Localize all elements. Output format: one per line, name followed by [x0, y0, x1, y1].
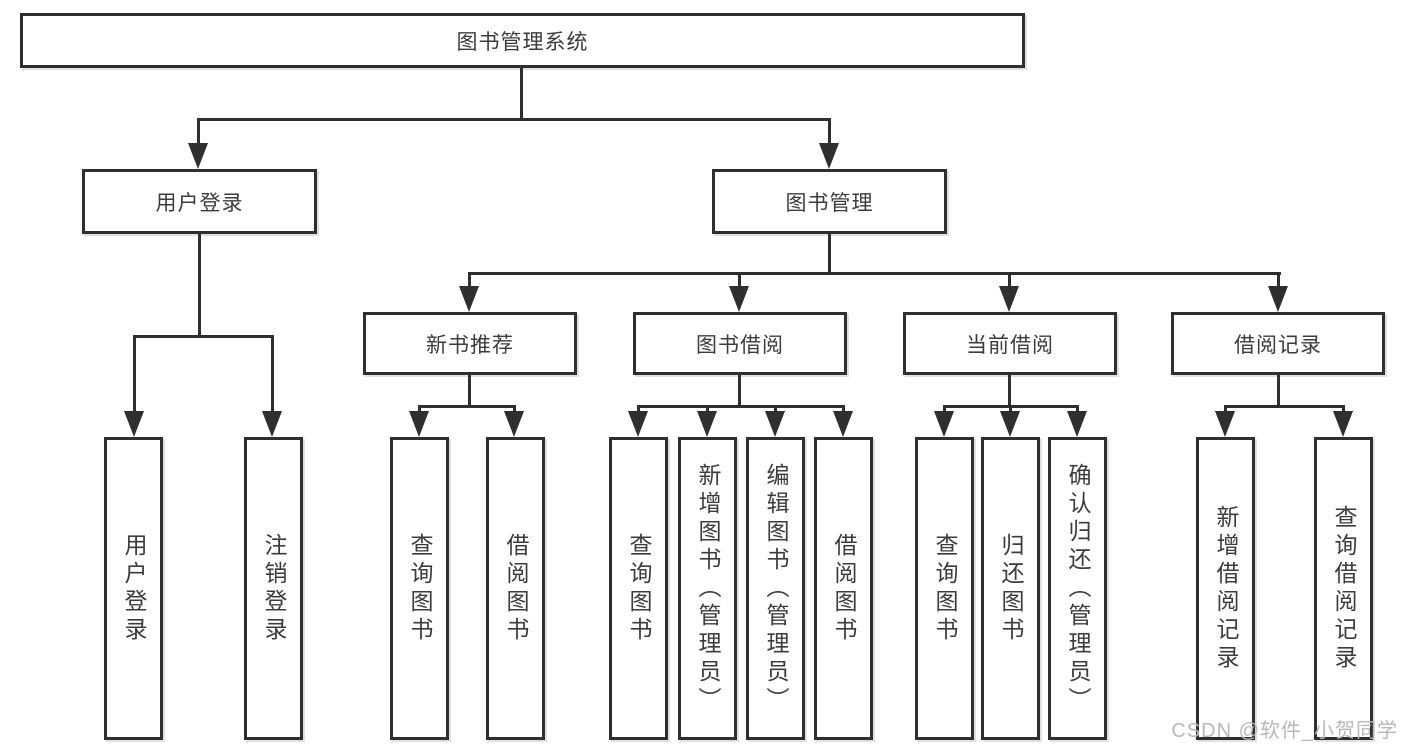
leaf-label: 查询图书 — [932, 532, 958, 645]
connector-line — [520, 68, 523, 121]
csdn-watermark: CSDN @软件_小贺同学 — [1171, 720, 1398, 742]
connector-line — [738, 375, 741, 408]
connector-line — [468, 375, 471, 408]
arrowhead-down — [999, 286, 1019, 312]
leaf-logout: 注销登录 — [244, 437, 303, 740]
connector-line — [1224, 405, 1345, 408]
node-borrow-record: 借阅记录 — [1171, 312, 1385, 375]
node-book-management: 图书管理 — [712, 169, 947, 234]
connector-line — [637, 405, 845, 408]
arrowhead-down — [833, 411, 853, 437]
arrowhead-down — [765, 411, 785, 437]
arrowhead-down — [262, 411, 282, 437]
arrowhead-down — [819, 143, 839, 169]
arrowhead-down — [1000, 411, 1020, 437]
connector-line — [828, 118, 831, 148]
leaf-label: 用户登录 — [121, 532, 147, 645]
leaf-label: 查询图书 — [626, 532, 652, 645]
arrowhead-down — [1268, 286, 1288, 312]
leaf-edit-book-admin: 编辑图书（管理员） — [746, 437, 805, 740]
connector-line — [133, 335, 136, 415]
leaf-query-book-1: 查询图书 — [390, 437, 449, 740]
arrowhead-down — [459, 286, 479, 312]
arrowhead-down — [124, 411, 144, 437]
arrowhead-down — [697, 411, 717, 437]
leaf-label: 查询借阅记录 — [1331, 504, 1357, 673]
node-root: 图书管理系统 — [20, 13, 1025, 68]
connector-line — [468, 272, 471, 290]
leaf-return-book: 归还图书 — [981, 437, 1040, 740]
leaf-label: 借阅图书 — [503, 532, 529, 645]
node-user-login: 用户登录 — [82, 169, 317, 234]
leaf-borrow-book-2: 借阅图书 — [814, 437, 873, 740]
arrowhead-down — [1067, 411, 1087, 437]
connector-line — [133, 335, 274, 338]
connector-line — [1008, 272, 1011, 290]
node-current-borrow: 当前借阅 — [903, 312, 1117, 375]
arrowhead-down — [1215, 411, 1235, 437]
connector-line — [197, 118, 200, 148]
arrowhead-down — [934, 411, 954, 437]
leaf-label: 确认归还（管理员） — [1065, 462, 1091, 715]
leaf-label: 新增借阅记录 — [1213, 504, 1239, 673]
arrowhead-down — [504, 411, 524, 437]
connector-line — [738, 272, 741, 290]
connector-line — [828, 234, 831, 275]
node-book-borrow: 图书借阅 — [633, 312, 847, 375]
leaf-query-book-3: 查询图书 — [915, 437, 974, 740]
arrowhead-down — [1333, 411, 1353, 437]
node-new-book-recommend: 新书推荐 — [363, 312, 577, 375]
leaf-label: 归还图书 — [998, 532, 1024, 645]
connector-line — [1277, 272, 1280, 290]
leaf-query-borrow-record: 查询借阅记录 — [1314, 437, 1373, 740]
connector-line — [468, 272, 1281, 275]
connector-line — [271, 335, 274, 415]
connector-line — [418, 405, 516, 408]
leaf-label: 注销登录 — [261, 532, 287, 645]
leaf-label: 借阅图书 — [831, 532, 857, 645]
arrowhead-down — [729, 286, 749, 312]
connector-line — [198, 234, 201, 338]
leaf-add-book-admin: 新增图书（管理员） — [678, 437, 737, 740]
arrowhead-down — [628, 411, 648, 437]
leaf-label: 查询图书 — [407, 532, 433, 645]
leaf-confirm-return-admin: 确认归还（管理员） — [1048, 437, 1107, 740]
arrowhead-down — [409, 411, 429, 437]
leaf-borrow-book-1: 借阅图书 — [486, 437, 545, 740]
connector-line — [1008, 375, 1011, 408]
connector-line — [1277, 375, 1280, 408]
leaf-query-book-2: 查询图书 — [609, 437, 668, 740]
leaf-label: 编辑图书（管理员） — [763, 462, 789, 715]
leaf-user-login: 用户登录 — [104, 437, 163, 740]
connector-line — [197, 118, 831, 121]
leaf-label: 新增图书（管理员） — [695, 462, 721, 715]
leaf-add-borrow-record: 新增借阅记录 — [1196, 437, 1255, 740]
arrowhead-down — [188, 143, 208, 169]
